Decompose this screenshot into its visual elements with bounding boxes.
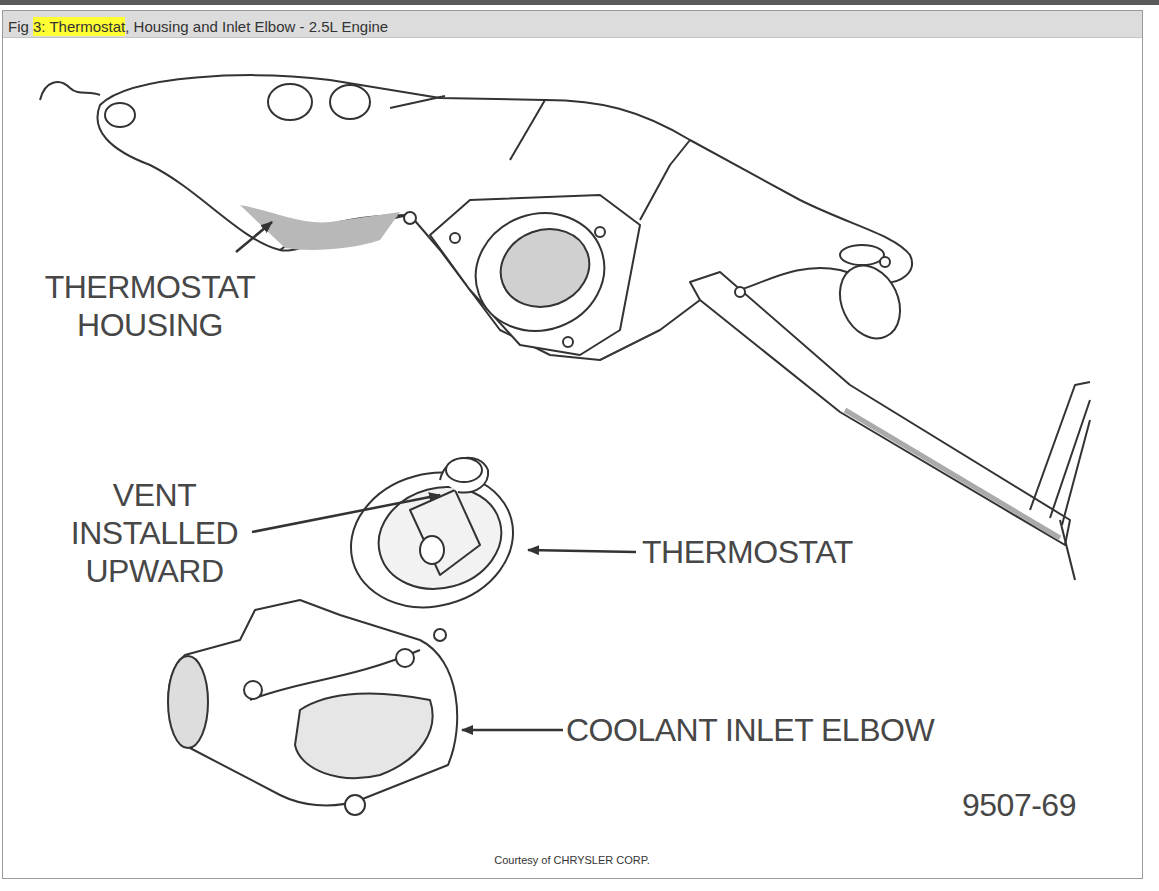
- figure-title: Fig 3: Thermostat, Housing and Inlet Elb…: [8, 17, 388, 37]
- part-label: VENT INSTALLED UPWARD: [52, 476, 257, 590]
- top-strip: [0, 0, 1159, 5]
- part-label: THERMOSTAT: [642, 533, 853, 571]
- figure-number: 9507-69: [962, 786, 1076, 824]
- figure-caption: Courtesy of CHRYSLER CORP.: [372, 853, 772, 867]
- part-label: THERMOSTAT HOUSING: [25, 268, 275, 344]
- part-label: COOLANT INLET ELBOW: [566, 711, 934, 749]
